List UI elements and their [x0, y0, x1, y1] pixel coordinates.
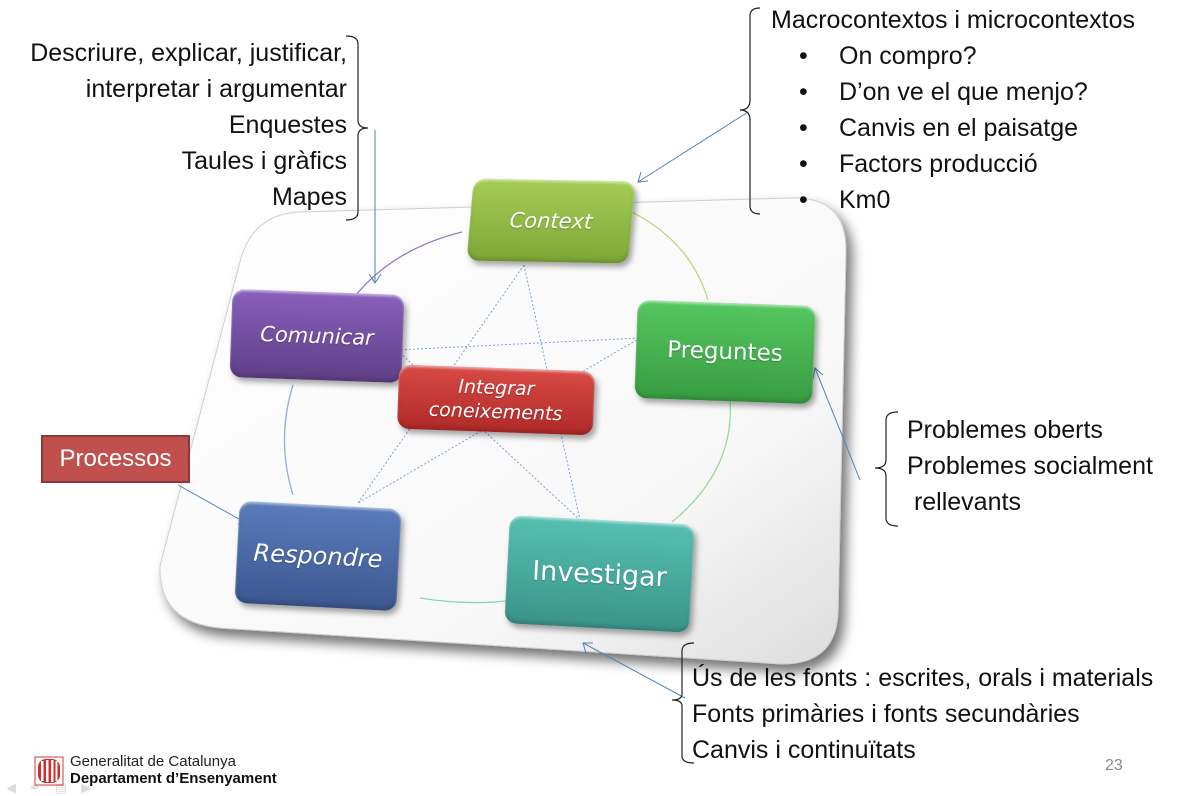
generalitat-shield-icon	[34, 756, 64, 785]
node-integrar: Integrar coneixements	[396, 364, 596, 436]
list-item: • On compro?	[771, 38, 1135, 74]
footer-logo: Generalitat de Catalunya Departament d’E…	[34, 754, 277, 787]
note-line: Enquestes	[228, 111, 347, 139]
list-item: • Canvis en el paisatge	[771, 110, 1135, 146]
node-preguntes-label: Preguntes	[666, 336, 784, 368]
node-comunicar-label: Comunicar	[259, 322, 375, 350]
bullet-icon: •	[799, 78, 808, 106]
list-item: • Km0	[771, 182, 1135, 218]
menu-icon[interactable]: ▤	[54, 780, 68, 795]
note-line: Mapes	[271, 183, 347, 211]
bullet-text: On compro?	[839, 42, 977, 70]
note-line: rellevants	[907, 488, 1021, 516]
slide-nav: ◀ ✒ ▤ ▶	[6, 780, 91, 796]
node-respondre-label: Respondre	[252, 538, 384, 574]
note-line: Descriure, explicar, justificar,	[30, 39, 347, 67]
preguntes-notes: Problemes oberts Problemes socialment re…	[907, 412, 1153, 520]
note-line: Problemes socialment	[907, 452, 1153, 480]
node-context: Context	[466, 178, 636, 264]
node-integrar-label-2: coneixements	[428, 398, 563, 426]
note-line: Taules i gràfics	[181, 147, 347, 175]
node-investigar-label: Investigar	[531, 554, 668, 594]
node-preguntes: Preguntes	[634, 299, 816, 405]
investigar-notes: Ús de les fonts : escrites, orals i mate…	[692, 660, 1153, 768]
comunicar-notes: Descriure, explicar, justificar, interpr…	[30, 35, 347, 215]
note-line: Problemes oberts	[907, 416, 1103, 444]
annotation-arrows	[177, 111, 861, 699]
node-comunicar: Comunicar	[229, 289, 405, 383]
note-line: Canvis i continuïtats	[692, 736, 916, 764]
processos-label: Processos	[41, 435, 190, 483]
arrow-left-icon[interactable]: ◀	[6, 780, 16, 795]
bullet-text: Canvis en el paisatge	[839, 114, 1079, 142]
bullet-text: Km0	[839, 186, 891, 214]
list-item: • D’on ve el que menjo?	[771, 74, 1135, 110]
node-integrar-label-1: Integrar	[457, 375, 535, 401]
cycle-ring	[283, 209, 732, 604]
org-name: Generalitat de Catalunya	[70, 753, 236, 770]
context-notes: Macrocontextos i microcontextos • On comp…	[771, 2, 1135, 218]
node-respondre: Respondre	[234, 500, 402, 612]
note-line: Ús de les fonts : escrites, orals i mate…	[692, 664, 1154, 692]
bullet-icon: •	[799, 150, 808, 178]
processos-text: Processos	[59, 445, 172, 472]
bullet-icon: •	[799, 42, 808, 70]
node-investigar: Investigar	[504, 515, 695, 633]
node-context-label: Context	[508, 208, 594, 234]
page-number: 23	[1105, 757, 1123, 774]
note-line: Fonts primàries i fonts secundàries	[692, 700, 1080, 728]
arrow-right-icon[interactable]: ▶	[81, 780, 92, 795]
note-line: interpretar i argumentar	[85, 75, 347, 103]
scribble-icon[interactable]: ✒	[30, 780, 41, 795]
bullet-text: Factors producció	[839, 150, 1038, 178]
department-name: Departament d’Ensenyament	[70, 770, 277, 787]
bullet-icon: •	[799, 114, 808, 142]
list-item: • Factors producció	[771, 146, 1135, 182]
bullet-icon: •	[799, 186, 808, 214]
context-notes-heading: Macrocontextos i microcontextos	[771, 6, 1136, 34]
context-bullets: • On compro? • D’on ve el que menjo? • Canv…	[771, 38, 1135, 218]
bullet-text: D’on ve el que menjo?	[839, 78, 1088, 106]
brackets	[345, 7, 899, 764]
